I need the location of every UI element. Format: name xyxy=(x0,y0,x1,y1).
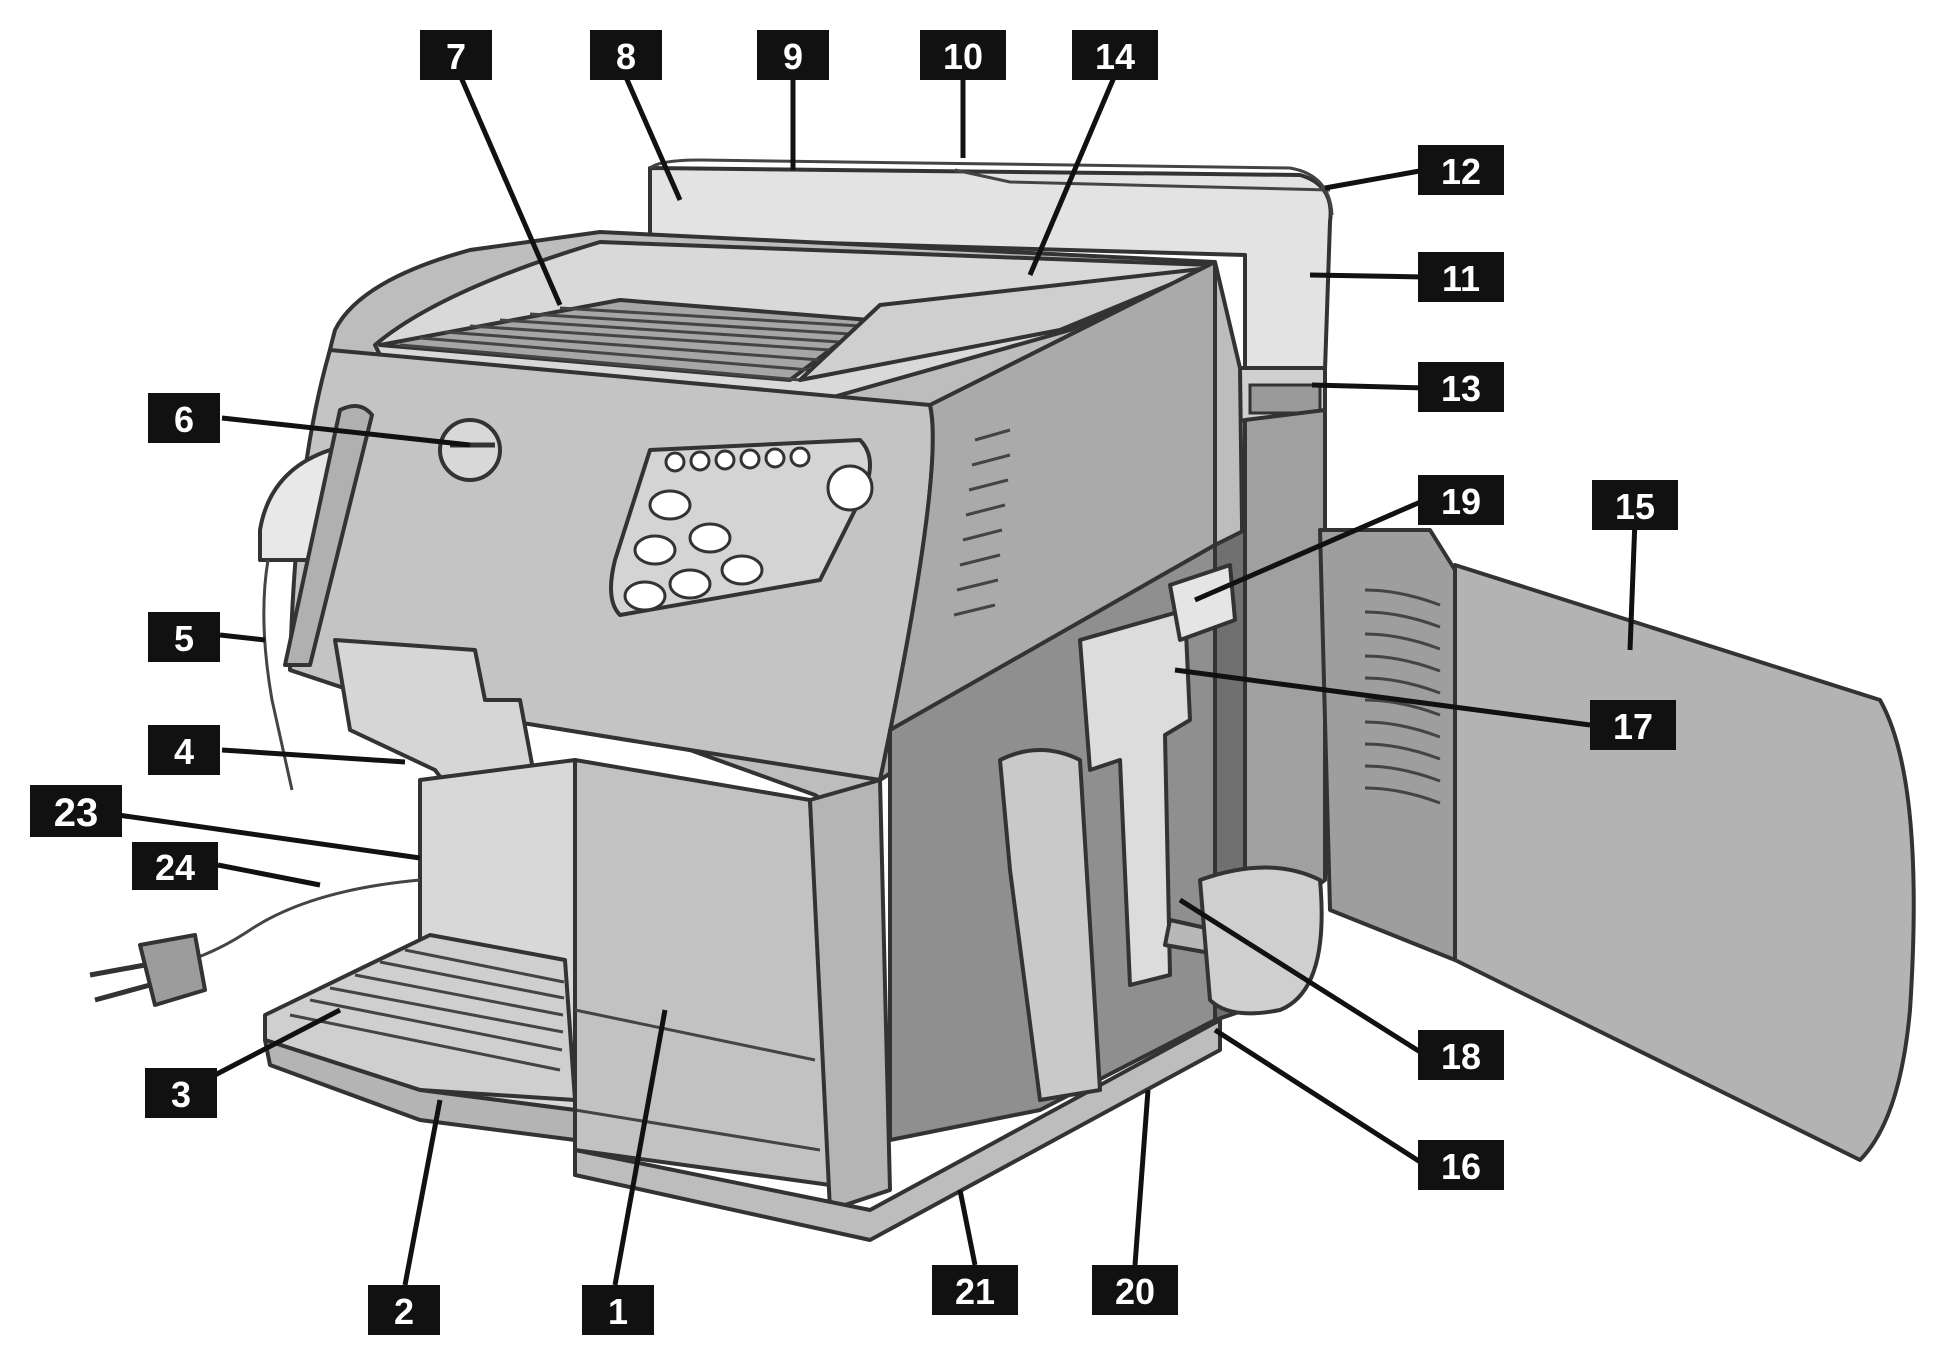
callout-24-text: 24 xyxy=(155,847,195,888)
steam-wand xyxy=(258,404,374,791)
callout-8: 8 xyxy=(590,30,662,80)
leader-8 xyxy=(622,73,683,202)
callout-5: 5 xyxy=(148,612,220,662)
callout-15: 15 xyxy=(1592,480,1678,530)
callout-15-text: 15 xyxy=(1615,486,1655,527)
leader-24 xyxy=(217,862,321,888)
leader-2 xyxy=(402,1099,443,1286)
callout-19-text: 19 xyxy=(1441,481,1481,522)
control-panel xyxy=(438,418,874,617)
callout-21-text: 21 xyxy=(955,1271,995,1312)
callout-3-text: 3 xyxy=(171,1074,191,1115)
callout-9-text: 9 xyxy=(783,36,803,77)
leader-17 xyxy=(1174,667,1591,728)
callout-1-text: 1 xyxy=(608,1291,628,1332)
callout-2-text: 2 xyxy=(394,1291,414,1332)
callout-4: 4 xyxy=(148,725,220,775)
callout-4-text: 4 xyxy=(174,731,194,772)
leader-23 xyxy=(117,812,421,861)
callout-5-text: 5 xyxy=(174,618,194,659)
leader-5 xyxy=(219,632,266,643)
leader-3 xyxy=(213,1007,342,1078)
callout-10-text: 10 xyxy=(943,36,983,77)
callout-7-text: 7 xyxy=(446,36,466,77)
leader-21 xyxy=(957,1189,978,1266)
callout-2: 2 xyxy=(368,1285,440,1335)
callout-9: 9 xyxy=(757,30,829,80)
power-cord xyxy=(89,878,421,1007)
callout-23-text: 23 xyxy=(54,791,99,835)
callout-8-text: 8 xyxy=(616,36,636,77)
leader-14 xyxy=(1027,74,1118,276)
leader-1 xyxy=(612,1009,668,1286)
callout-3: 3 xyxy=(145,1068,217,1118)
callout-20-text: 20 xyxy=(1115,1271,1155,1312)
leader-lines xyxy=(117,73,1638,1286)
coffee-machine-illustration xyxy=(89,158,1916,1242)
leader-15 xyxy=(1627,519,1638,651)
callout-17: 17 xyxy=(1590,700,1676,750)
callout-11: 11 xyxy=(1418,252,1504,302)
leader-7 xyxy=(457,74,563,306)
callout-18: 18 xyxy=(1418,1030,1504,1080)
leader-11 xyxy=(1309,272,1426,280)
callout-16: 16 xyxy=(1418,1140,1504,1190)
leader-20 xyxy=(1132,1089,1151,1266)
leader-6 xyxy=(221,415,471,448)
callout-1: 1 xyxy=(582,1285,654,1335)
callout-20: 20 xyxy=(1092,1265,1178,1315)
callout-14: 14 xyxy=(1072,30,1158,80)
callout-18-text: 18 xyxy=(1441,1036,1481,1077)
callout-23: 23 xyxy=(30,785,122,837)
leader-19 xyxy=(1194,497,1426,603)
side-door xyxy=(1318,528,1916,1162)
callout-6-text: 6 xyxy=(174,399,194,440)
callout-12: 12 xyxy=(1418,145,1504,195)
callout-labels: 1 2 3 4 5 6 7 8 9 10 11 12 13 14 15 16 1… xyxy=(30,30,1678,1335)
callout-16-text: 16 xyxy=(1441,1146,1481,1187)
callout-24: 24 xyxy=(132,842,218,890)
leader-13 xyxy=(1311,382,1426,391)
callout-10: 10 xyxy=(920,30,1006,80)
leader-4 xyxy=(221,747,406,765)
leader-16 xyxy=(1213,1027,1427,1168)
callout-12-text: 12 xyxy=(1441,151,1481,192)
callout-14-text: 14 xyxy=(1095,36,1135,77)
callout-11-text: 11 xyxy=(1442,258,1480,299)
callout-13: 13 xyxy=(1418,362,1504,412)
leader-18 xyxy=(1178,897,1427,1058)
brew-compartment xyxy=(888,408,1327,1142)
callout-21: 21 xyxy=(932,1265,1018,1315)
leader-12 xyxy=(1324,167,1426,191)
callout-7: 7 xyxy=(420,30,492,80)
callout-19: 19 xyxy=(1418,475,1504,525)
callout-6: 6 xyxy=(148,393,220,443)
callout-17-text: 17 xyxy=(1613,706,1653,747)
callout-13-text: 13 xyxy=(1441,368,1481,409)
drip-tray xyxy=(263,933,577,1142)
